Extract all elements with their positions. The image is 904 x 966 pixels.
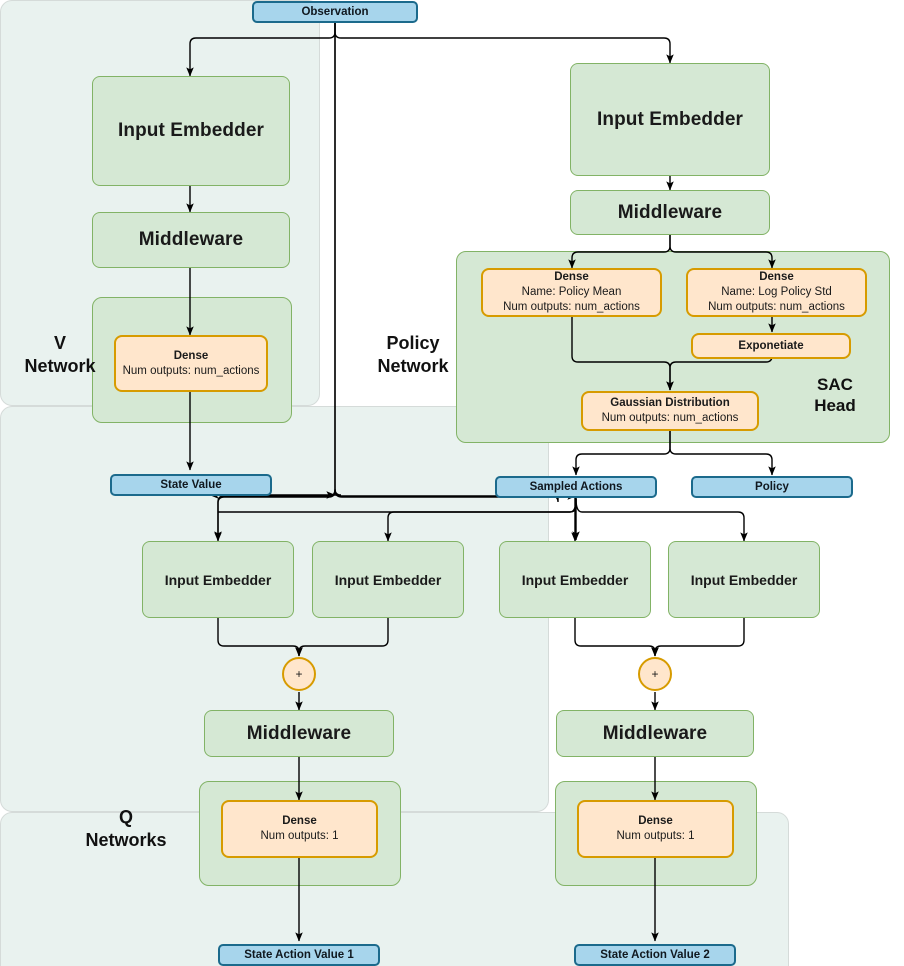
q1-middleware-label: Middleware bbox=[246, 722, 352, 744]
gaussian-distribution-outputs: Num outputs: num_actions bbox=[601, 412, 739, 424]
dense-policy-mean-title: Dense bbox=[554, 271, 589, 283]
q1-dense-node[interactable]: Dense Num outputs: 1 bbox=[221, 800, 378, 858]
q1-add-node[interactable]: + bbox=[282, 657, 316, 691]
observation-label: Observation bbox=[301, 6, 369, 18]
policy-network-group-label: Policy Network bbox=[377, 333, 449, 376]
v-dense-node[interactable]: Dense Num outputs: num_actions bbox=[114, 335, 268, 392]
dense-log-policy-std-title: Dense bbox=[759, 271, 794, 283]
policy-middleware[interactable]: Middleware bbox=[570, 190, 770, 235]
q2-dense-outputs: Num outputs: 1 bbox=[616, 830, 695, 842]
state-value-label: State Value bbox=[160, 479, 222, 491]
q2-middleware[interactable]: Middleware bbox=[556, 710, 754, 757]
v-input-embedder[interactable]: Input Embedder bbox=[92, 76, 290, 186]
q-input-embedder-1-label: Input Embedder bbox=[164, 571, 272, 588]
dense-log-policy-std-name: Name: Log Policy Std bbox=[721, 286, 832, 298]
v-dense-outputs: Num outputs: num_actions bbox=[122, 364, 260, 377]
policy-output[interactable]: Policy bbox=[691, 476, 853, 498]
gaussian-distribution-node[interactable]: Gaussian Distribution Num outputs: num_a… bbox=[581, 391, 759, 431]
v-middleware[interactable]: Middleware bbox=[92, 212, 290, 268]
exponetiate-label: Exponetiate bbox=[738, 339, 804, 352]
v-middleware-label: Middleware bbox=[138, 229, 244, 250]
q1-add-symbol: + bbox=[295, 667, 303, 681]
q-input-embedder-3-label: Input Embedder bbox=[521, 571, 629, 588]
dense-policy-mean[interactable]: Dense Name: Policy Mean Num outputs: num… bbox=[481, 268, 662, 317]
q2-dense-node[interactable]: Dense Num outputs: 1 bbox=[577, 800, 734, 858]
dense-log-policy-std[interactable]: Dense Name: Log Policy Std Num outputs: … bbox=[686, 268, 867, 317]
v-network-group-label: V Network bbox=[24, 333, 96, 376]
dense-policy-mean-name: Name: Policy Mean bbox=[521, 286, 622, 298]
state-action-value-1-label: State Action Value 1 bbox=[244, 949, 354, 961]
dense-policy-mean-outputs: Num outputs: num_actions bbox=[503, 301, 640, 313]
state-action-value-1-output[interactable]: State Action Value 1 bbox=[218, 944, 380, 966]
q-input-embedder-2[interactable]: Input Embedder bbox=[312, 541, 464, 618]
v-input-embedder-label: Input Embedder bbox=[117, 120, 264, 141]
sampled-actions-output[interactable]: Sampled Actions bbox=[495, 476, 657, 498]
q1-dense-outputs: Num outputs: 1 bbox=[260, 830, 339, 842]
q2-middleware-label: Middleware bbox=[602, 722, 708, 744]
dense-log-policy-std-outputs: Num outputs: num_actions bbox=[708, 301, 845, 313]
q2-dense-title: Dense bbox=[638, 815, 673, 827]
sampled-actions-label: Sampled Actions bbox=[529, 481, 623, 493]
q-input-embedder-4-label: Input Embedder bbox=[690, 571, 798, 588]
v-dense-title: Dense bbox=[173, 349, 209, 362]
q-input-embedder-2-label: Input Embedder bbox=[334, 571, 442, 588]
q1-middleware[interactable]: Middleware bbox=[204, 710, 394, 757]
state-value-output[interactable]: State Value bbox=[110, 474, 272, 496]
policy-output-label: Policy bbox=[755, 481, 789, 493]
sac-head-label: SAC Head bbox=[814, 375, 856, 415]
gaussian-distribution-title: Gaussian Distribution bbox=[610, 397, 730, 409]
state-action-value-2-output[interactable]: State Action Value 2 bbox=[574, 944, 736, 966]
q2-add-node[interactable]: + bbox=[638, 657, 672, 691]
q-input-embedder-3[interactable]: Input Embedder bbox=[499, 541, 651, 618]
q-input-embedder-4[interactable]: Input Embedder bbox=[668, 541, 820, 618]
q1-dense-title: Dense bbox=[282, 815, 317, 827]
policy-input-embedder[interactable]: Input Embedder bbox=[570, 63, 770, 176]
policy-middleware-label: Middleware bbox=[617, 201, 723, 223]
state-action-value-2-label: State Action Value 2 bbox=[600, 949, 710, 961]
q-input-embedder-1[interactable]: Input Embedder bbox=[142, 541, 294, 618]
q-networks-group-label: Q Networks bbox=[85, 807, 167, 850]
q2-add-symbol: + bbox=[651, 667, 659, 681]
policy-input-embedder-label: Input Embedder bbox=[596, 108, 743, 130]
exponetiate-node[interactable]: Exponetiate bbox=[691, 333, 851, 359]
observation-node[interactable]: Observation bbox=[252, 1, 418, 23]
